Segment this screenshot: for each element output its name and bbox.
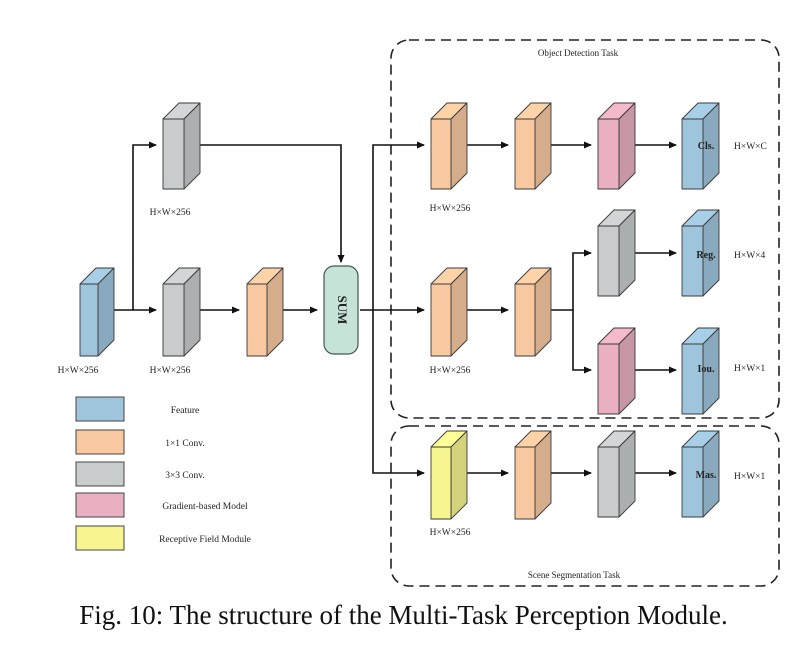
seg-output-block (681, 430, 720, 518)
legend-swatch-conv3 (75, 461, 125, 487)
legend-swatch-rfm (75, 525, 125, 551)
legend-label-feature: Feature (171, 406, 200, 416)
connectors (103, 141, 677, 477)
seg-rfm-block (430, 430, 468, 520)
det-cls-conv1-block-a (430, 102, 468, 190)
legend-swatch-feature (75, 396, 125, 422)
object-detection-region (390, 39, 780, 419)
figure-caption: Fig. 10: The structure of the Multi-Task… (79, 600, 728, 630)
branch-mid-conv1-block (246, 267, 284, 357)
output-iou-label: Iou. (698, 364, 715, 375)
legend-label-conv3: 3×3 Conv. (165, 471, 205, 481)
output-reg-label: Reg. (696, 250, 716, 261)
det-cls-gradient-block (597, 102, 636, 190)
seg-conv1-block (514, 430, 552, 520)
dim-out-reg: H×W×4 (734, 251, 766, 261)
det-reg-conv3-block (597, 209, 636, 297)
legend-swatch-conv1 (75, 429, 125, 455)
branch-mid-conv3-block (162, 267, 201, 357)
dim-branch-mid: H×W×256 (150, 366, 191, 376)
scene-segmentation-region (390, 425, 780, 587)
dim-out-mas: H×W×1 (734, 472, 766, 482)
output-cls-label: Cls. (698, 141, 715, 152)
det-reg-output-block (681, 209, 720, 297)
dim-out-cls: H×W×C (734, 142, 767, 152)
sum-label: SUM (335, 296, 350, 325)
multi-task-perception-diagram: Object Detection Task Scene Segmentation… (58, 39, 780, 587)
legend: Feature 1×1 Conv. 3×3 Conv. Gradient-bas… (75, 396, 251, 551)
segmentation-title: Scene Segmentation Task (528, 570, 621, 580)
legend-label-conv1: 1×1 Conv. (165, 439, 205, 449)
det-cls-output-block (681, 102, 720, 190)
input-feature-block (79, 267, 115, 357)
branch-top-conv3-block (162, 102, 201, 190)
dim-out-iou: H×W×1 (734, 364, 766, 374)
det-reg-conv1-block-b (514, 267, 552, 357)
dim-det-cls-branch: H×W×256 (430, 204, 471, 214)
dim-branch-top: H×W×256 (150, 208, 191, 218)
seg-conv3-block (597, 430, 636, 518)
sum-node (323, 265, 359, 355)
det-reg-conv1-block-a (430, 267, 468, 357)
detection-title: Object Detection Task (538, 48, 619, 58)
dim-input: H×W×256 (58, 366, 99, 376)
output-mas-label: Mas. (696, 470, 717, 481)
legend-label-gradient: Gradient-based Model (162, 502, 248, 512)
dim-det-reg-branch: H×W×256 (430, 366, 471, 376)
det-iou-output-block (681, 327, 720, 415)
dim-seg-branch: H×W×256 (430, 528, 471, 538)
det-iou-gradient-block (597, 327, 636, 415)
legend-swatch-gradient (75, 492, 125, 518)
det-cls-conv1-block-b (514, 102, 552, 190)
legend-label-rfm: Receptive Field Module (159, 535, 251, 545)
